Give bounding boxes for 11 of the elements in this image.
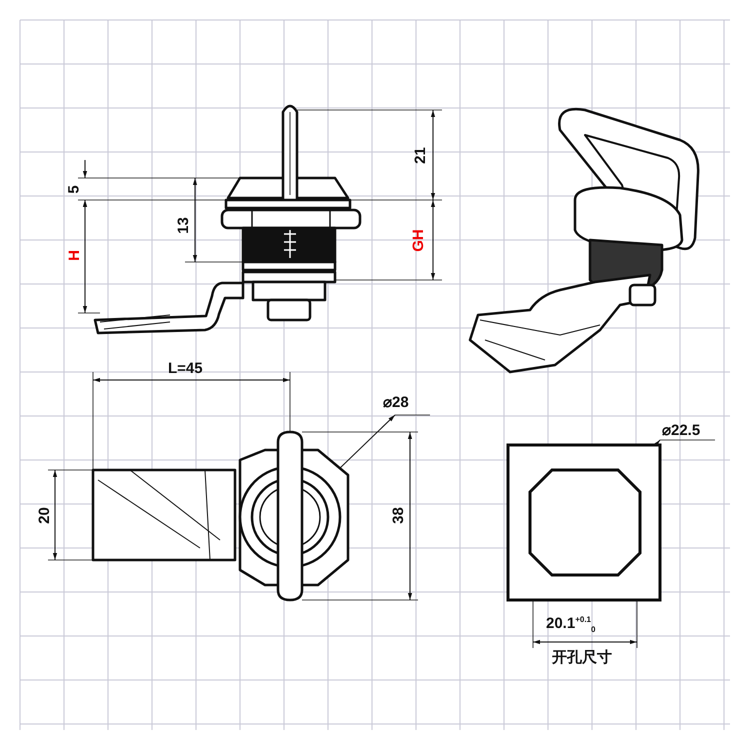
dimension-value: 5: [66, 184, 82, 194]
dimension-symbol: H: [66, 250, 82, 260]
dimension-value: 38: [390, 506, 406, 524]
cutout-size-caption: 开孔尺寸: [552, 650, 612, 664]
diameter-value: ⌀28: [383, 394, 409, 410]
dimension-value: 13: [175, 216, 190, 234]
dimension-value: 21: [412, 146, 428, 164]
diameter-value: ⌀22.5: [662, 422, 700, 438]
dimension-value: 20: [36, 506, 52, 524]
dimension-symbol: GH: [410, 228, 426, 252]
dimension-value: L=45: [168, 360, 203, 376]
